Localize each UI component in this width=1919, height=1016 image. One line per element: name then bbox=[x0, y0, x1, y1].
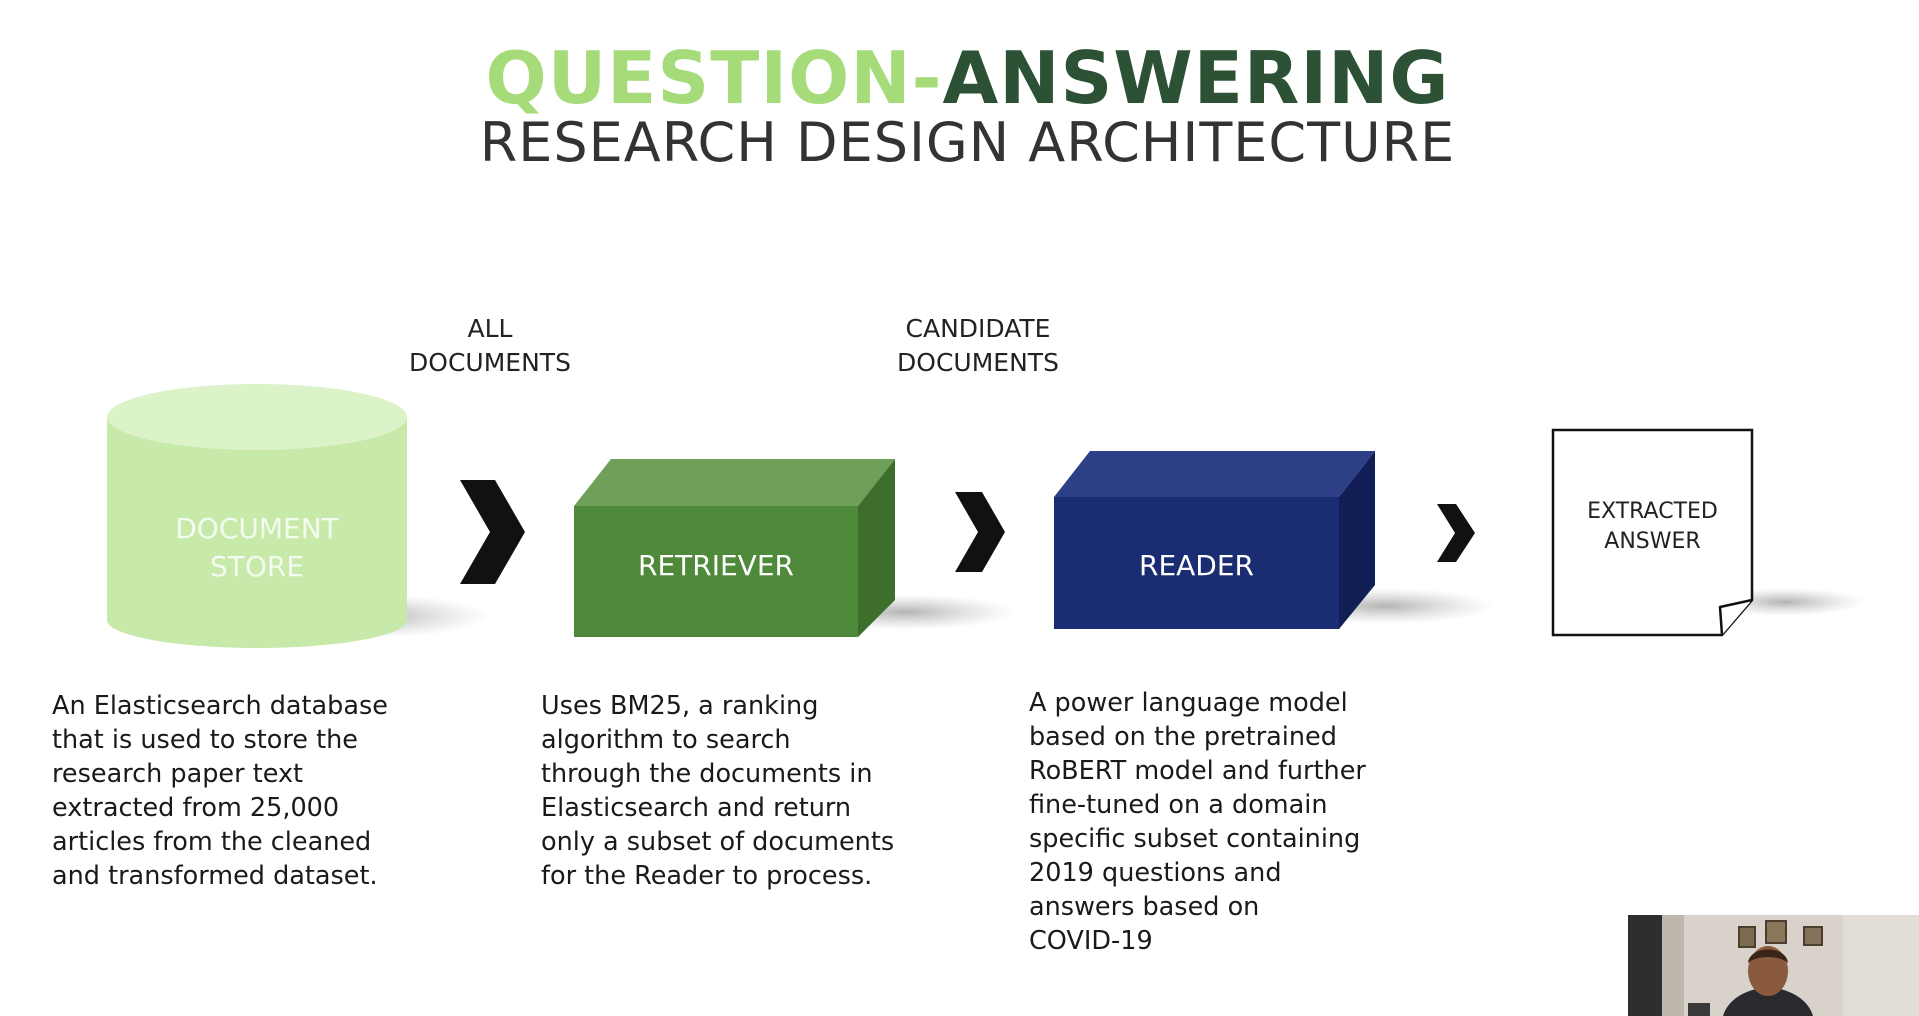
flow-label-line: ALL bbox=[467, 314, 513, 343]
arrow-icon bbox=[1437, 504, 1475, 562]
presenter-video-frame bbox=[1628, 915, 1919, 1016]
arrow-icon bbox=[955, 492, 1005, 572]
document-store-label-line: STORE bbox=[209, 550, 305, 583]
extracted-answer-label-line: ANSWER bbox=[1604, 529, 1701, 554]
description-line: only a subset of documents bbox=[541, 827, 895, 857]
description-line: for the Reader to process. bbox=[541, 861, 873, 891]
description-line: research paper text bbox=[52, 759, 304, 789]
description-line: Elasticsearch and return bbox=[541, 793, 852, 823]
flow-label-line: DOCUMENTS bbox=[409, 348, 571, 377]
flow-label-line: CANDIDATE bbox=[905, 314, 1051, 343]
document-store-description: An Elasticsearch database that is used t… bbox=[52, 689, 388, 893]
slide-title: QUESTION-ANSWERING bbox=[0, 35, 1919, 121]
description-line: through the documents in bbox=[541, 759, 873, 789]
document-store-cylinder bbox=[107, 384, 407, 648]
retriever-label: RETRIEVER bbox=[638, 549, 794, 582]
document-store-label: DOCUMENT STORE bbox=[137, 510, 377, 586]
description-line: specific subset containing bbox=[1029, 824, 1361, 854]
description-line: extracted from 25,000 bbox=[52, 793, 340, 823]
description-line: Uses BM25, a ranking bbox=[541, 691, 819, 721]
extracted-answer-note bbox=[1551, 428, 1754, 637]
retriever-box bbox=[574, 459, 895, 637]
slide-subtitle: RESEARCH DESIGN ARCHITECTURE bbox=[479, 111, 1456, 174]
description-line: and transformed dataset. bbox=[52, 861, 378, 891]
flow-label-line: DOCUMENTS bbox=[897, 348, 1059, 377]
description-line: fine-tuned on a domain bbox=[1029, 790, 1328, 820]
description-line: COVID-19 bbox=[1029, 926, 1153, 956]
description-line: answers based on bbox=[1029, 892, 1260, 922]
description-line: that is used to store the bbox=[52, 725, 358, 755]
description-line: based on the pretrained bbox=[1029, 722, 1337, 752]
description-line: RoBERT model and further bbox=[1029, 756, 1366, 786]
title-part-question: QUESTION- bbox=[485, 36, 943, 120]
description-line: A power language model bbox=[1029, 688, 1348, 718]
presenter-webcam-feed bbox=[1628, 915, 1919, 1016]
reader-box bbox=[1054, 451, 1375, 629]
flow-label-all-documents: ALL DOCUMENTS bbox=[390, 312, 590, 380]
description-line: articles from the cleaned bbox=[52, 827, 372, 857]
reader-description: A power language model based on the pret… bbox=[1029, 686, 1366, 958]
reader-label: READER bbox=[1138, 549, 1254, 582]
description-line: An Elasticsearch database bbox=[52, 691, 388, 721]
extracted-answer-label-line: EXTRACTED bbox=[1587, 499, 1718, 524]
retriever-description: Uses BM25, a ranking algorithm to search… bbox=[541, 689, 894, 893]
document-store-label-line: DOCUMENT bbox=[175, 512, 339, 545]
flow-label-candidate-documents: CANDIDATE DOCUMENTS bbox=[868, 312, 1088, 380]
description-line: algorithm to search bbox=[541, 725, 791, 755]
description-line: 2019 questions and bbox=[1029, 858, 1282, 888]
title-part-answering: ANSWERING bbox=[942, 36, 1450, 120]
extracted-answer-label: EXTRACTED ANSWER bbox=[1553, 497, 1752, 557]
arrow-icon bbox=[460, 480, 525, 584]
